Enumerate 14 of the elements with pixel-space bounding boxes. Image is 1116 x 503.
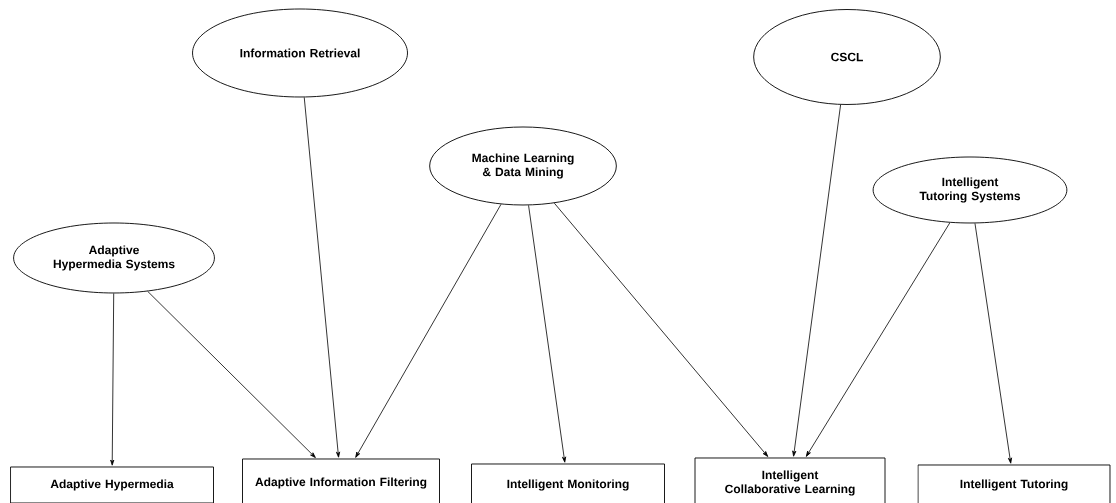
arrow <box>553 202 769 457</box>
arrow <box>147 291 316 458</box>
arrow <box>528 204 567 463</box>
application-box: Adaptive Hypermedia <box>10 466 214 503</box>
arrow <box>792 104 841 457</box>
arrow <box>355 203 502 458</box>
application-box: Intelligent Tutoring <box>917 464 1111 503</box>
application-box: Intelligent Collaborative Learning <box>694 457 886 503</box>
arrow <box>805 222 951 457</box>
arrow <box>110 293 115 466</box>
arrow <box>974 223 1012 464</box>
application-box: Adaptive Information Filtering <box>242 458 440 503</box>
application-box: Intelligent Monitoring <box>471 463 665 503</box>
arrow <box>303 97 341 458</box>
